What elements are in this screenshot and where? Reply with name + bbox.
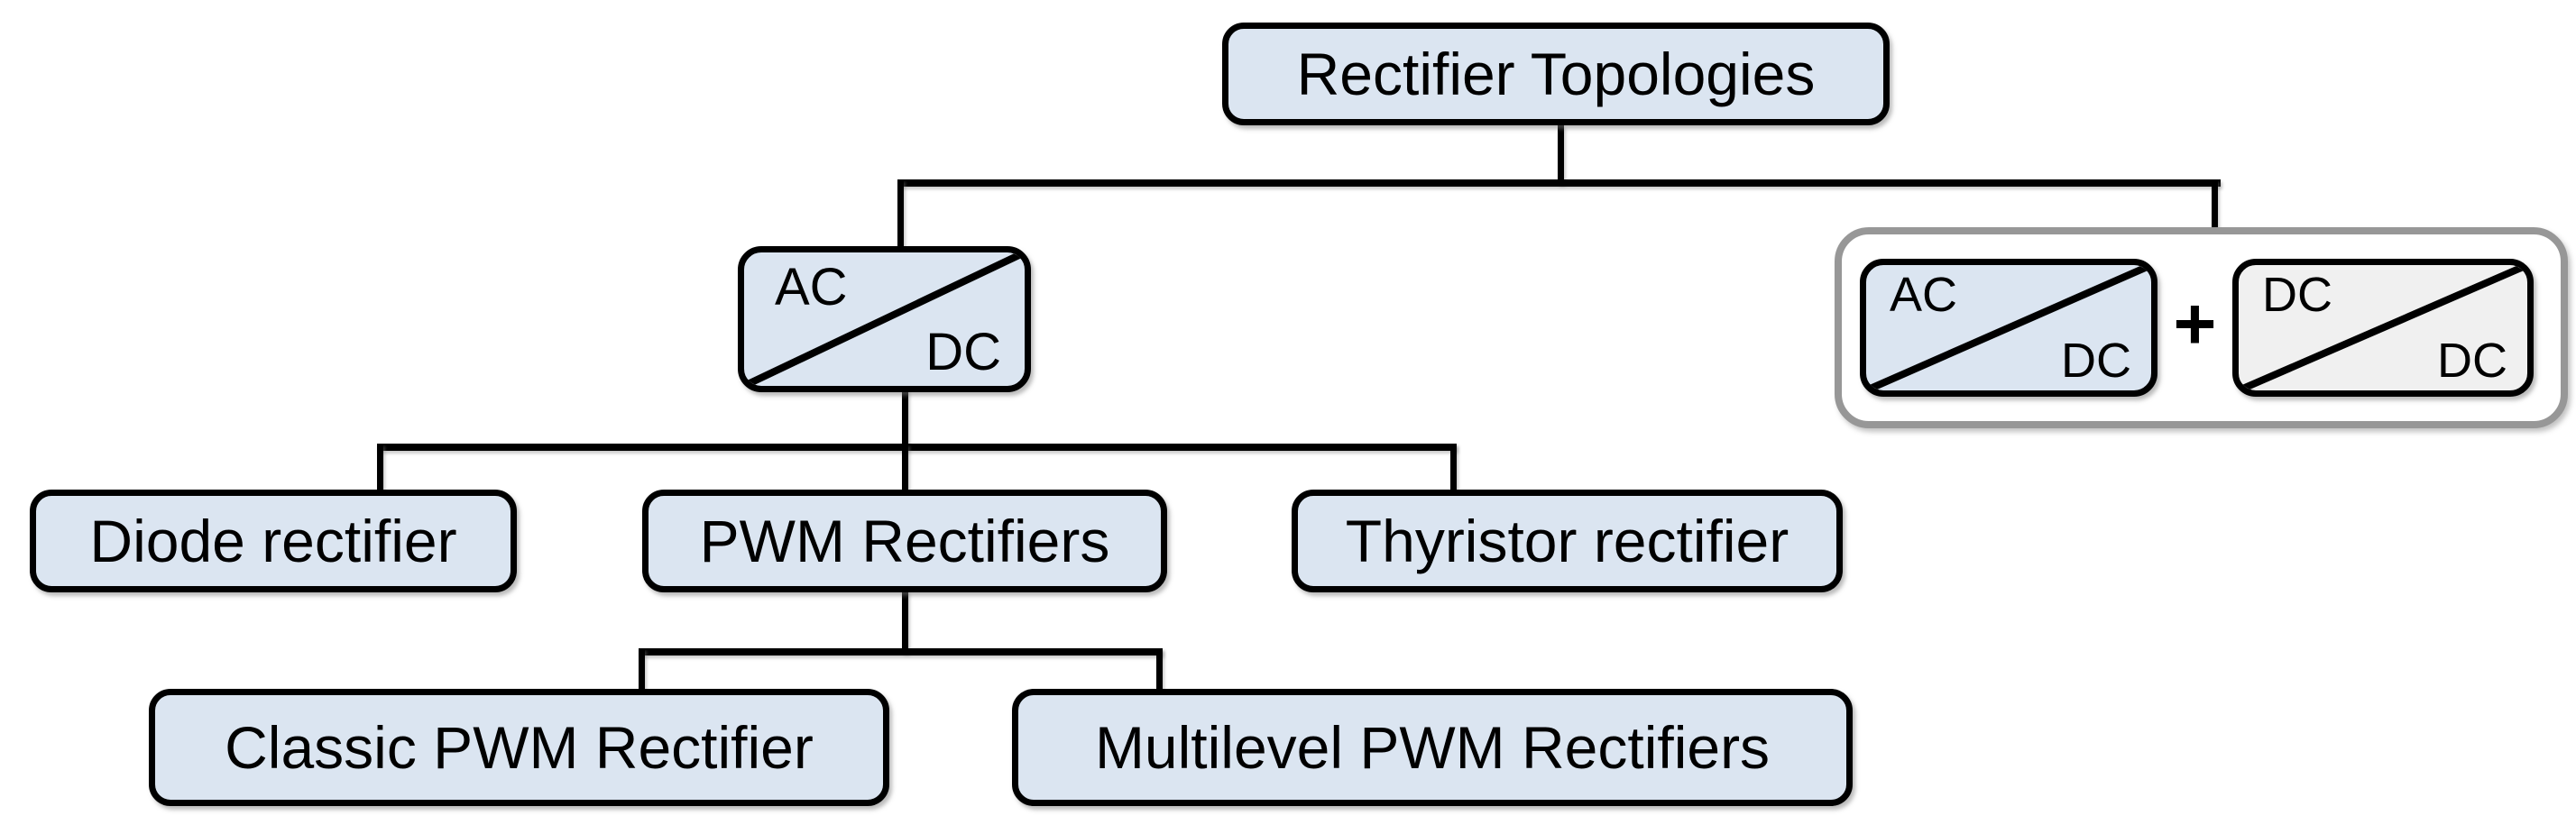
connector-drop-hybrid-group bbox=[2212, 179, 2218, 231]
connector-drop-thyristor bbox=[1450, 444, 1457, 493]
node-diode-rectifier: Diode rectifier bbox=[30, 490, 517, 592]
node-label: Thyristor rectifier bbox=[1345, 508, 1789, 574]
node-multilevel-pwm-rectifiers: Multilevel PWM Rectifiers bbox=[1012, 689, 1853, 806]
converter-output-label: DC bbox=[2061, 334, 2131, 388]
diagonal-slash-icon bbox=[1870, 265, 2148, 390]
diagonal-slash-icon bbox=[748, 252, 1021, 386]
node-pwm-rectifiers: PWM Rectifiers bbox=[642, 490, 1167, 592]
connector-level2-rail bbox=[377, 444, 1457, 451]
converter-output-label: DC bbox=[925, 323, 1001, 381]
group-hybrid-converter: AC DC + DC DC bbox=[1835, 227, 2568, 428]
connector-pwm-stem bbox=[902, 590, 908, 653]
node-classic-pwm-rectifier: Classic PWM Rectifier bbox=[149, 689, 889, 806]
node-label: Classic PWM Rectifier bbox=[225, 714, 814, 781]
node-thyristor-rectifier: Thyristor rectifier bbox=[1292, 490, 1843, 592]
node-label: Multilevel PWM Rectifiers bbox=[1094, 714, 1771, 781]
converter-input-label: DC bbox=[2262, 268, 2332, 322]
node-group-dc-dc-converter: DC DC bbox=[2232, 259, 2534, 397]
connector-drop-acdc bbox=[897, 179, 904, 250]
node-group-ac-dc-converter: AC DC bbox=[1860, 259, 2157, 397]
node-ac-dc-converter: AC DC bbox=[738, 246, 1031, 392]
plus-sign: + bbox=[2173, 282, 2217, 365]
diagonal-slash-icon bbox=[2242, 265, 2524, 390]
connector-drop-pwm bbox=[902, 444, 908, 493]
converter-input-label: AC bbox=[1890, 268, 1958, 322]
converter-input-label: AC bbox=[775, 258, 848, 316]
connector-drop-classic bbox=[639, 648, 645, 692]
node-rectifier-topologies: Rectifier Topologies bbox=[1222, 23, 1890, 125]
node-label: Diode rectifier bbox=[89, 508, 457, 574]
connector-acdc-stem bbox=[902, 389, 908, 448]
connector-root-stem bbox=[1558, 125, 1564, 184]
connector-level1-rail bbox=[897, 179, 2221, 187]
converter-output-label: DC bbox=[2437, 334, 2507, 388]
connector-drop-multilevel bbox=[1156, 648, 1163, 692]
node-label: Rectifier Topologies bbox=[1296, 41, 1816, 107]
node-label: PWM Rectifiers bbox=[699, 508, 1110, 574]
connector-drop-diode bbox=[377, 444, 383, 493]
connector-level3-rail bbox=[639, 648, 1163, 655]
